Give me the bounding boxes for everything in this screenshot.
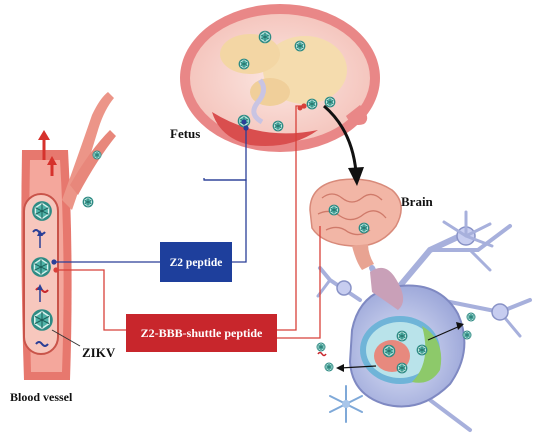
shuttle-peptide-box: Z2-BBB-shuttle peptide	[126, 314, 277, 352]
astrocyte-right	[491, 303, 509, 321]
virus-particle	[238, 58, 250, 70]
zikv-label: ZIKV	[82, 345, 116, 360]
virus-particle	[30, 256, 52, 278]
virus-particle	[358, 222, 370, 234]
virus-particle	[92, 150, 102, 160]
neuron-cell	[316, 210, 532, 432]
virus-particle	[328, 204, 340, 216]
brain-label: Brain	[401, 194, 434, 209]
virus-particle	[324, 362, 334, 372]
virus-particle	[306, 98, 318, 110]
fetus-to-brain-arrow	[323, 104, 358, 173]
z2-connector	[54, 128, 247, 263]
microglia	[329, 385, 363, 423]
z2-peptide-box: Z2 peptide	[160, 242, 232, 282]
uterus-fetus	[180, 4, 380, 152]
virus-particle	[294, 40, 306, 52]
z2-peptide-label: Z2 peptide	[170, 257, 223, 269]
virus-particle	[396, 330, 408, 342]
virus-particle	[258, 30, 272, 44]
virus-particle	[382, 344, 396, 358]
virus-particle	[316, 342, 326, 352]
virus-particle	[466, 312, 476, 322]
shuttle-connector	[56, 105, 321, 339]
blood-vessel-label: Blood vessel	[10, 390, 73, 404]
fetal-brain	[309, 178, 402, 270]
blood-vessel	[21, 92, 116, 380]
astrocyte-top	[442, 210, 494, 248]
shuttle-peptide-label: Z2-BBB-shuttle peptide	[141, 326, 263, 340]
zikv-pointer	[51, 329, 81, 347]
virus-particle	[30, 308, 54, 332]
astrocyte-left	[336, 280, 352, 296]
virus-particle	[396, 362, 408, 374]
virus-particle	[31, 200, 53, 222]
virus-particle	[416, 344, 428, 356]
virus-particle	[324, 96, 336, 108]
virus-particle	[462, 330, 472, 340]
virus-particle	[82, 196, 94, 208]
virus-particle	[272, 120, 284, 132]
fetus-label: Fetus	[170, 126, 200, 141]
